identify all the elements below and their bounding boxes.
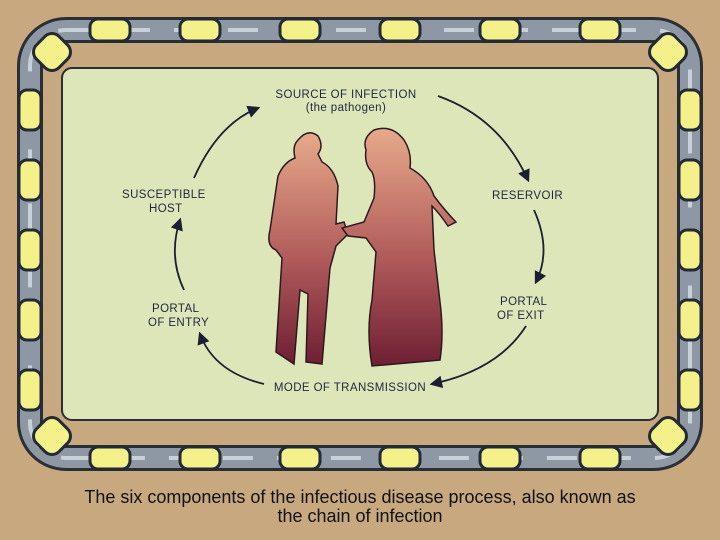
chain-corner-link (32, 32, 72, 72)
handshake-figures (268, 127, 458, 367)
chain-link (17, 88, 43, 132)
right-person-silhouette (340, 127, 458, 367)
arrow-host-to-source (193, 105, 261, 179)
inner-panel (61, 67, 659, 421)
chain-corner-link (648, 32, 688, 72)
chain-link (278, 445, 322, 471)
figure-caption: The six components of the infectious dis… (0, 488, 720, 526)
chain-link (178, 445, 222, 471)
reservoir-label: RESERVOIR (492, 190, 563, 202)
susceptible-host-label-line2: HOST (149, 203, 183, 215)
chain-link (278, 17, 322, 43)
portal-of-entry-label-line1: PORTAL (152, 303, 200, 315)
chain-link (378, 445, 422, 471)
chain-link (677, 158, 703, 202)
left-person-silhouette (268, 132, 349, 366)
chain-link (17, 228, 43, 272)
chain-corner-link (648, 416, 688, 456)
portal-of-entry-label-line2: OF ENTRY (148, 317, 209, 329)
chain-links (17, 17, 703, 471)
chain-link (677, 368, 703, 412)
chain-link (17, 158, 43, 202)
arrow-transmission-to-entry (197, 331, 265, 385)
source-of-infection-label: SOURCE OF INFECTION (275, 89, 416, 101)
arrow-exit-to-transmission (429, 325, 527, 389)
arrow-source-to-reservoir (437, 95, 530, 183)
arrow-reservoir-to-exit (533, 209, 547, 285)
portal-of-exit-label-line1: PORTAL (500, 296, 548, 308)
portal-of-exit-label-line2: OF EXIT (497, 310, 545, 322)
chain-link (88, 17, 132, 43)
cycle-arrows (170, 95, 547, 389)
pathogen-label: (the pathogen) (306, 102, 386, 114)
chain-link (178, 17, 222, 43)
chain-link (677, 298, 703, 342)
chain-link (677, 228, 703, 272)
arrow-entry-to-host (170, 217, 185, 291)
chain-link (17, 298, 43, 342)
chain-link (88, 445, 132, 471)
susceptible-host-label-line1: SUSCEPTIBLE (122, 189, 206, 201)
chain-link (478, 445, 522, 471)
chain-link (578, 17, 622, 43)
chain-corner-link (32, 416, 72, 456)
caption-line-2: the chain of infection (277, 506, 443, 526)
mode-of-transmission-label: MODE OF TRANSMISSION (274, 382, 426, 394)
chain-link (578, 445, 622, 471)
chain-link (17, 368, 43, 412)
chain-link (478, 17, 522, 43)
chain-link (378, 17, 422, 43)
caption-line-1: The six components of the infectious dis… (84, 487, 636, 507)
chain-link (677, 88, 703, 132)
